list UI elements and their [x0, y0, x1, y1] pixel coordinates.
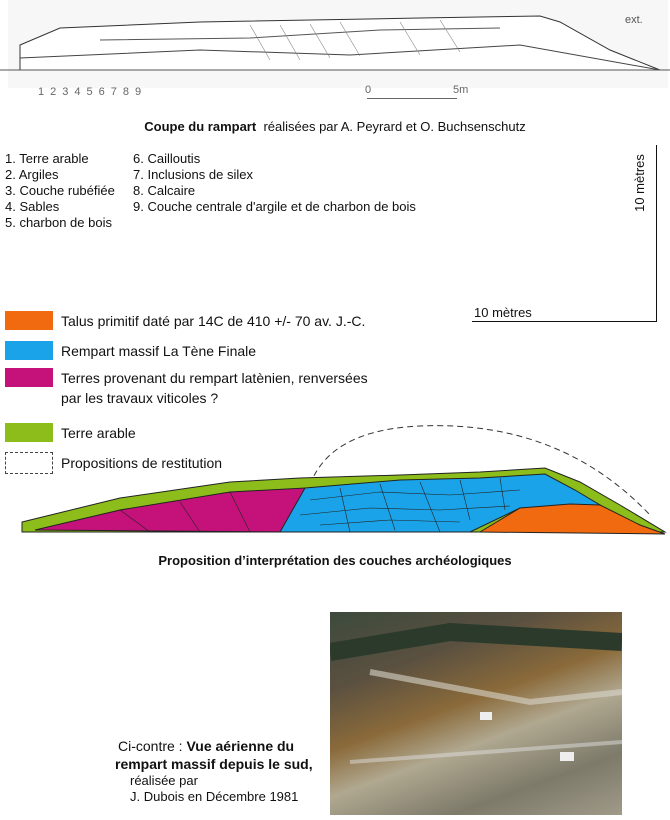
pattern-2: 2	[50, 86, 57, 98]
horizontal-scale-label: 10 mètres	[474, 305, 532, 320]
legend-restitution: Propositions de restitution	[0, 452, 222, 474]
legend-terre-arable: Terre arable	[0, 423, 136, 442]
vertical-scale-bar	[656, 145, 657, 322]
legend-talus: Talus primitif daté par 14C de 410 +/- 7…	[0, 311, 365, 330]
pattern-9: 9	[135, 86, 142, 98]
layer-list-left: 1. Terre arable 2. Argiles 3. Couche rub…	[5, 151, 115, 231]
vertical-scale-label: 10 mètres	[632, 154, 647, 212]
pattern-5: 5	[86, 86, 93, 98]
layer-item: 7. Inclusions de silex	[133, 167, 253, 182]
horizontal-scale-bar	[472, 321, 657, 322]
layer-item: 6. Cailloutis	[133, 151, 201, 166]
scale-end: 5m	[453, 84, 469, 96]
swatch-green	[5, 423, 53, 442]
interpretation-caption: Proposition d’interprétation des couches…	[158, 553, 512, 568]
layer-item: 2. Argiles	[5, 167, 59, 182]
layer-item: 9. Couche centrale d'argile et de charbo…	[133, 199, 416, 214]
section-caption: Coupe du rampart réalisées par A. Peyrar…	[144, 119, 526, 134]
layer-item: 1. Terre arable	[5, 151, 89, 166]
legend-terres: Terres provenant du rempart latènien, re…	[0, 368, 368, 408]
layer-item: 3. Couche rubéfiée	[5, 183, 115, 198]
layer-item: 4. Sables	[5, 199, 60, 214]
swatch-magenta	[5, 368, 53, 387]
layer-item: 5. charbon de bois	[5, 215, 112, 230]
pattern-4: 4	[74, 86, 81, 98]
scale-start: 0	[365, 84, 372, 96]
layer-item: 8. Calcaire	[133, 183, 196, 198]
pattern-3: 3	[62, 86, 69, 98]
swatch-orange	[5, 311, 53, 330]
pattern-8: 8	[122, 86, 129, 98]
swatch-blue	[5, 341, 53, 360]
pattern-legend: 1 2 3 4 5 6 7 8 9	[38, 86, 141, 98]
pattern-1: 1	[38, 86, 45, 98]
swatch-dashed	[5, 452, 53, 474]
pattern-6: 6	[98, 86, 105, 98]
exterior-label: ext.	[625, 14, 643, 26]
pattern-7: 7	[110, 86, 117, 98]
layer-list-right: 6. Cailloutis 7. Inclusions de silex 8. …	[133, 151, 416, 215]
photo-caption: Ci-contre : Vue aérienne du rempart mass…	[115, 738, 313, 804]
aerial-photo	[328, 612, 623, 815]
legend-rempart: Rempart massif La Tène Finale	[0, 341, 256, 360]
interpretation-diagram	[21, 425, 667, 535]
rampart-section-drawing	[0, 0, 670, 88]
